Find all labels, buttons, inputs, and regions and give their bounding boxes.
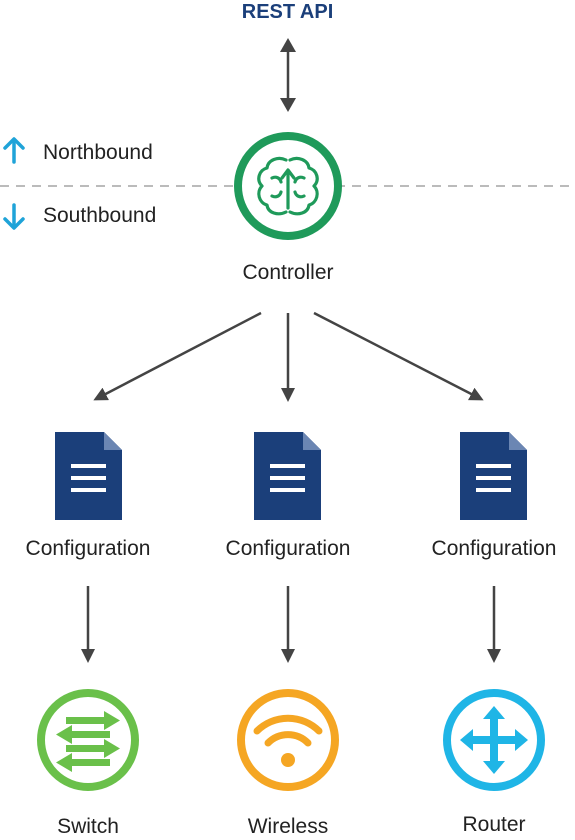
configuration-label: Configuration <box>225 537 351 560</box>
controller-brain-icon <box>234 132 342 240</box>
controller-label: Controller <box>242 261 334 284</box>
configuration-label: Configuration <box>431 537 557 560</box>
switch-label: Switch <box>57 815 119 838</box>
configuration-document-icon <box>55 432 122 520</box>
arrow-controller-to-config-3 <box>313 311 484 401</box>
rest-api-title: REST API <box>241 1 334 23</box>
wireless-icon <box>237 689 339 791</box>
rest-api-arrow <box>280 38 296 112</box>
configuration-label: Configuration <box>25 537 151 560</box>
configuration-document-icon <box>254 432 321 520</box>
southbound-arrow-icon <box>3 203 25 230</box>
northbound-label: Northbound <box>43 141 153 164</box>
southbound-label: Southbound <box>43 204 157 227</box>
router-icon <box>443 689 545 791</box>
northbound-arrow-icon <box>3 137 25 164</box>
router-label: Router <box>462 813 526 836</box>
switch-icon <box>37 689 139 791</box>
arrow-controller-to-config-1 <box>93 311 262 401</box>
configuration-document-icon <box>460 432 527 520</box>
wireless-label: Wireless <box>247 815 329 838</box>
